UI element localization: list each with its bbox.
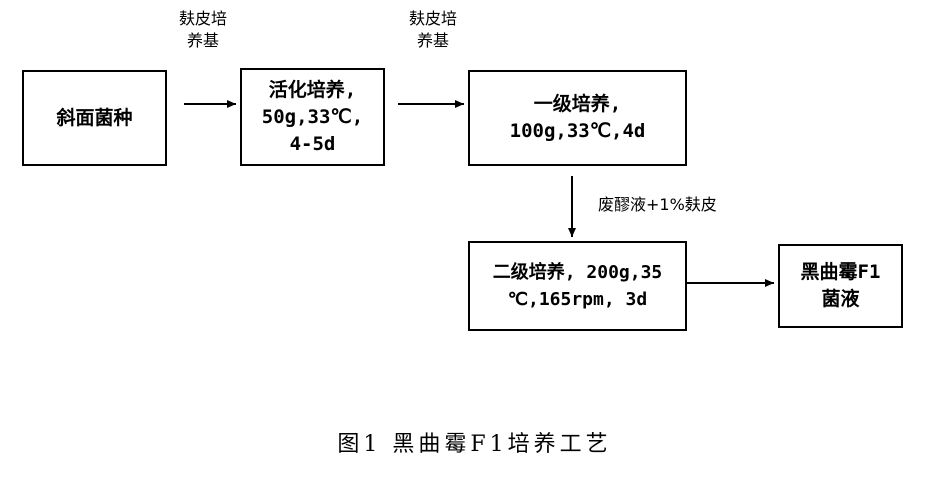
node-final-broth-label: 黑曲霉F1 菌液 [800,261,881,310]
node-secondary-culture: 二级培养, 200g,35 ℃,165rpm, 3d [468,241,687,331]
node-final-broth: 黑曲霉F1 菌液 [778,244,903,328]
figure-caption: 图1 黑曲霉F1培养工艺 [337,432,612,457]
node-secondary-culture-label: 二级培养, 200g,35 ℃,165rpm, 3d [492,262,663,310]
node-activation-culture: 活化培养, 50g,33℃, 4-5d [240,68,385,166]
edge-label-bran-medium-2: 麸皮培 养基 [408,9,457,50]
node-primary-culture-label: 一级培养, 100g,33℃,4d [509,93,646,142]
node-primary-culture: 一级培养, 100g,33℃,4d [468,70,687,166]
node-slant-strain-label: 斜面菌种 [56,106,133,129]
node-slant-strain: 斜面菌种 [22,70,167,166]
edge-label-waste-mash: 废醪液+1%麸皮 [598,195,717,214]
edge-label-bran-medium-1: 麸皮培 养基 [178,9,227,50]
node-activation-culture-label: 活化培养, 50g,33℃, 4-5d [261,78,364,155]
